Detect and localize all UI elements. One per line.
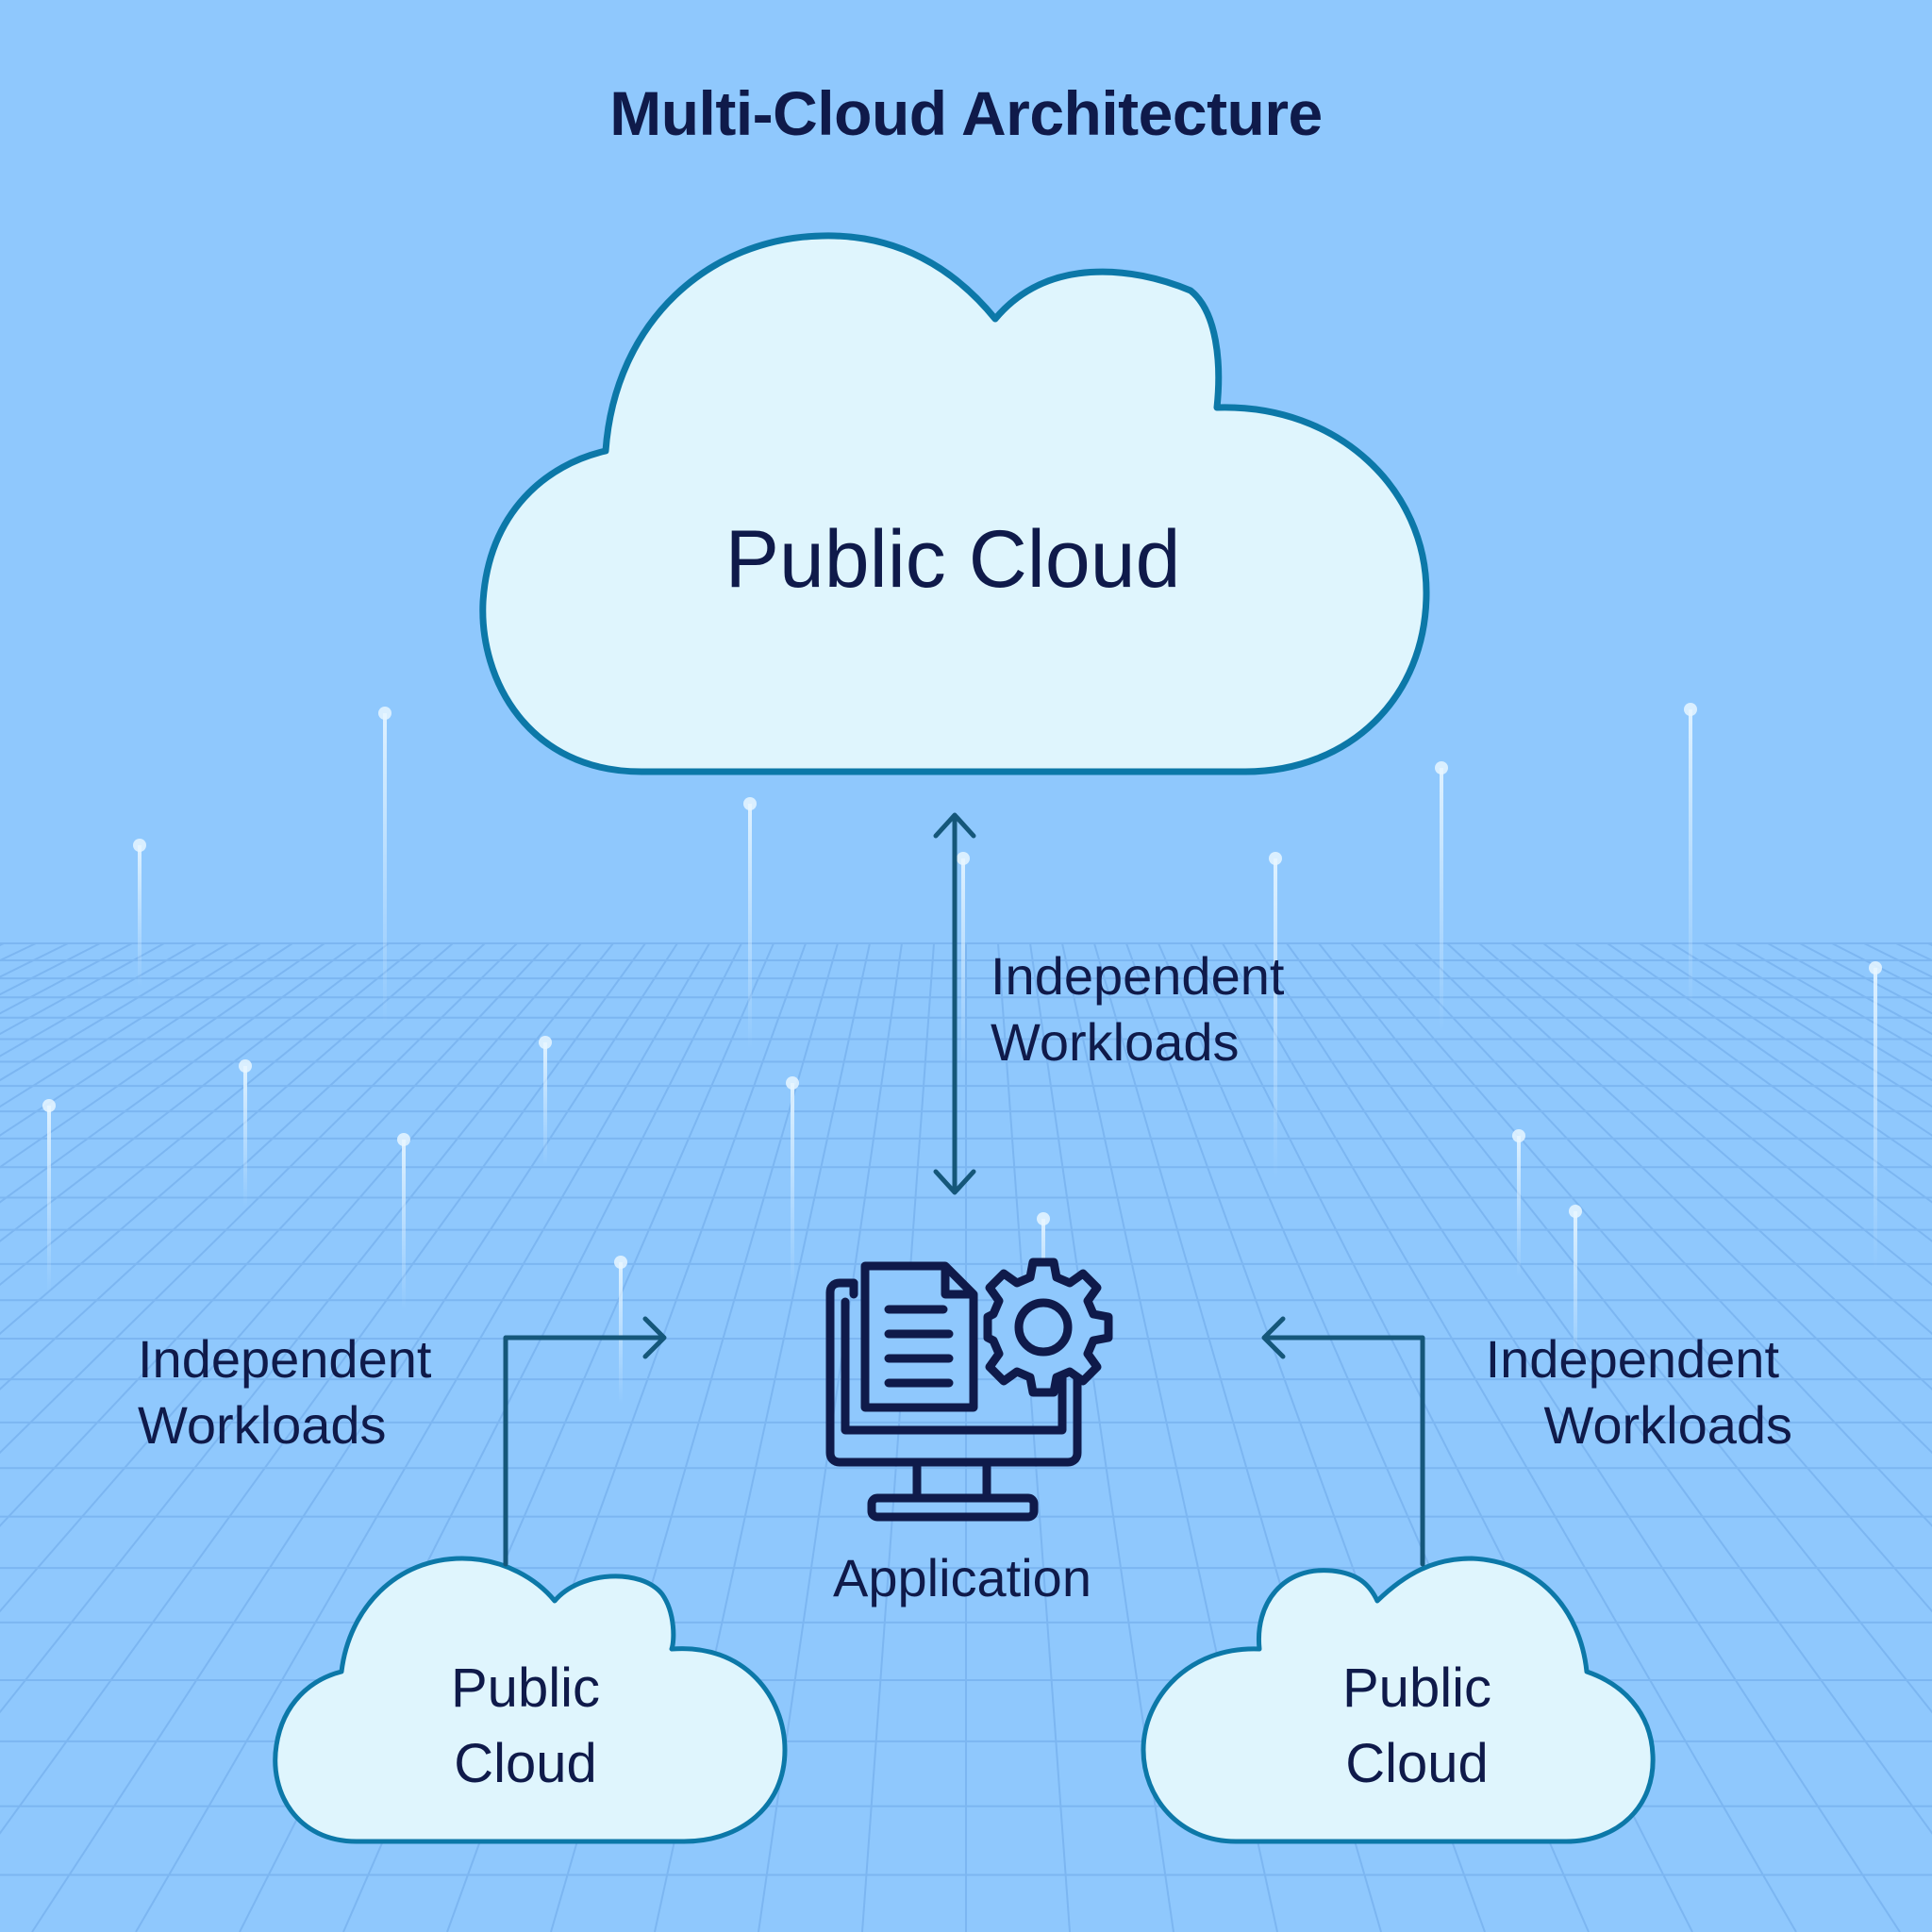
label-line-1: Independent xyxy=(1485,1329,1779,1389)
label-line-2: Workloads xyxy=(138,1395,387,1455)
public-cloud-bottom-right xyxy=(1141,1556,1656,1844)
workloads-label-top: Independent Workloads xyxy=(991,943,1284,1075)
workloads-label-left: Independent Workloads xyxy=(138,1326,431,1458)
label-line-2: Workloads xyxy=(991,1012,1240,1072)
public-cloud-top xyxy=(479,232,1430,775)
label-line-2: Workloads xyxy=(1543,1395,1792,1455)
background-light-beams xyxy=(42,703,1882,1404)
computer-settings-icon xyxy=(825,1257,1113,1522)
label-line-1: Independent xyxy=(991,946,1285,1006)
label-line-2: Cloud xyxy=(1345,1733,1489,1794)
public-cloud-bottom-left xyxy=(273,1556,788,1844)
label-line-1: Public xyxy=(1342,1657,1491,1719)
public-cloud-bottom-left-label: Public Cloud xyxy=(365,1651,686,1802)
public-cloud-bottom-right-label: Public Cloud xyxy=(1257,1651,1577,1802)
label-line-1: Public xyxy=(451,1657,600,1719)
arrow-left-to-application xyxy=(503,1316,667,1567)
label-line-2: Cloud xyxy=(454,1733,597,1794)
application-label: Application xyxy=(833,1548,1091,1607)
page-title: Multi-Cloud Architecture xyxy=(609,78,1323,148)
arrow-right-to-application xyxy=(1261,1316,1425,1567)
workloads-label-right: Independent Workloads xyxy=(1434,1326,1792,1458)
bidirectional-arrow xyxy=(933,812,976,1195)
public-cloud-top-label: Public Cloud xyxy=(724,514,1181,605)
label-line-1: Independent xyxy=(138,1329,432,1389)
